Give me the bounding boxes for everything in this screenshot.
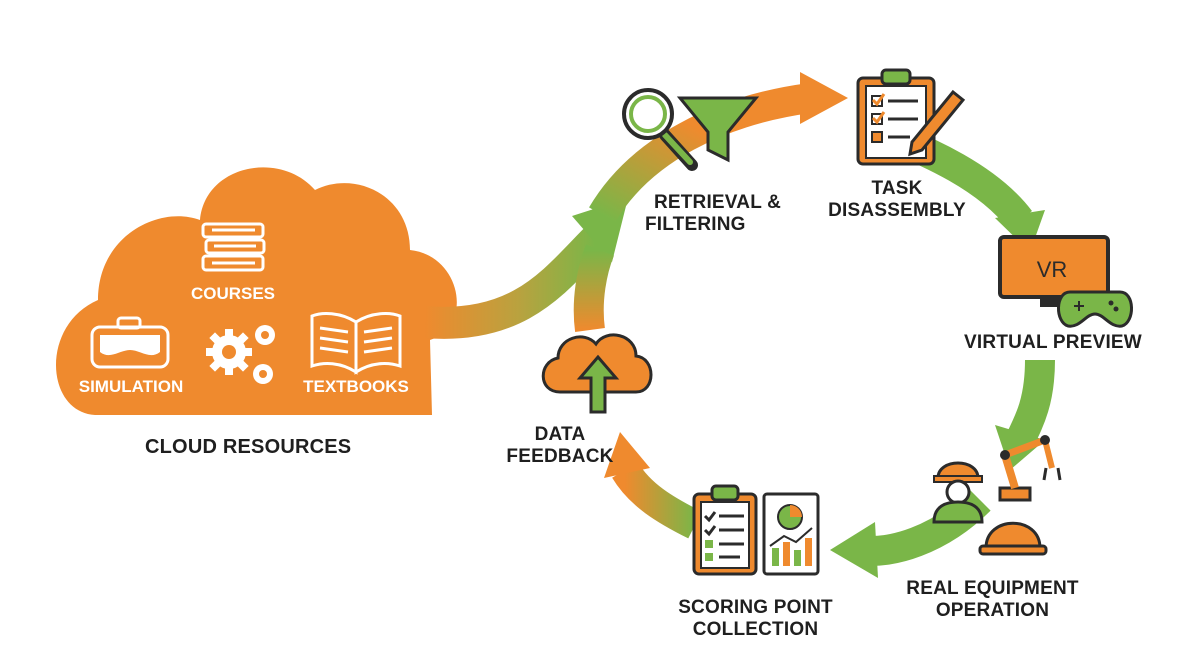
textbooks-label: TEXTBOOKS	[303, 377, 409, 396]
cloud-upload-icon	[541, 333, 653, 414]
scoring-label-line-1: SCORING POINT	[678, 597, 833, 618]
simulation-label: SIMULATION	[78, 377, 184, 396]
data-feedback-label: DATA FEEDBACK	[500, 424, 620, 468]
courses-label: COURSES	[190, 284, 276, 303]
data-label-line-1: DATA	[534, 424, 586, 445]
data-label-line-2: FEEDBACK	[506, 445, 614, 467]
hard-hat-icon	[978, 521, 1048, 556]
task-label-line-2: DISASSEMBLY	[828, 199, 966, 221]
pencil-icon	[908, 89, 966, 157]
virtual-label-line-1: VIRTUAL PREVIEW	[964, 332, 1142, 353]
funnel-icon	[676, 96, 760, 163]
real-label-line-1: REAL EQUIPMENT	[906, 578, 1079, 599]
retrieval-label-line-2: FILTERING	[645, 213, 746, 235]
task-label-line-1: TASK	[871, 178, 923, 199]
robot-arm-icon	[998, 435, 1062, 502]
scoring-label-line-2: COLLECTION	[692, 618, 819, 640]
gamepad-icon	[1057, 290, 1133, 328]
virtual-preview-label: VIRTUAL PREVIEW	[958, 332, 1148, 354]
open-book-icon	[310, 312, 402, 375]
clipboard-checklist-icon	[692, 484, 758, 576]
vr-headset-icon	[90, 316, 170, 369]
task-disassembly-label: TASK DISASSEMBLY	[822, 178, 972, 222]
book-stack-icon	[201, 222, 266, 272]
gears-icon	[206, 325, 275, 384]
vr-monitor-icon: VR	[998, 235, 1110, 307]
retrieval-label-line-1: RETRIEVAL &	[653, 192, 782, 213]
scoring-point-collection-label: SCORING POINT COLLECTION	[668, 597, 843, 641]
retrieval-filtering-label: RETRIEVAL & FILTERING	[645, 192, 790, 236]
vr-screen-text: VR	[1037, 257, 1068, 282]
cloud-resources-title: CLOUD RESOURCES	[145, 436, 352, 458]
real-label-line-2: OPERATION	[935, 599, 1050, 621]
report-chart-icon	[762, 492, 820, 576]
worker-icon	[932, 461, 984, 524]
magnifier-icon	[622, 88, 698, 171]
real-equipment-operation-label: REAL EQUIPMENT OPERATION	[900, 578, 1085, 622]
